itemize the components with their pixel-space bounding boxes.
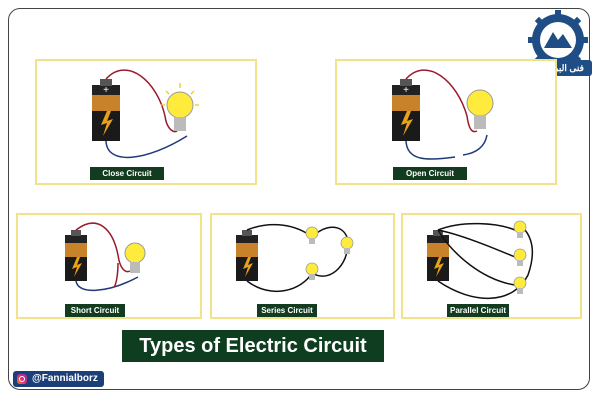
parallel-circuit-panel: Parallel Circuit xyxy=(401,213,582,319)
short-circuit-diagram xyxy=(65,222,146,292)
open-circuit-panel: + Open Circuit xyxy=(335,59,557,185)
close-circuit-panel: + Close Circuit xyxy=(35,59,257,185)
institute-logo xyxy=(528,10,588,70)
social-handle-text: @Fannialborz xyxy=(32,373,98,384)
page-title: Types of Electric Circuit xyxy=(122,330,384,362)
social-handle[interactable]: @Fannialborz xyxy=(13,371,104,387)
series-circuit-label: Series Circuit xyxy=(257,304,317,317)
series-circuit-diagram xyxy=(236,223,354,293)
short-circuit-panel: Short Circuit xyxy=(16,213,202,319)
short-circuit-label: Short Circuit xyxy=(65,304,125,317)
svg-text:+: + xyxy=(403,85,409,96)
series-circuit-panel: Series Circuit xyxy=(210,213,395,319)
svg-text:+: + xyxy=(103,85,109,96)
parallel-circuit-diagram xyxy=(427,220,533,300)
instagram-icon xyxy=(17,374,27,384)
close-circuit-label: Close Circuit xyxy=(90,167,164,180)
parallel-circuit-label: Parallel Circuit xyxy=(447,304,509,317)
open-circuit-label: Open Circuit xyxy=(393,167,467,180)
outer-frame xyxy=(8,8,590,390)
open-circuit-diagram: + xyxy=(392,69,494,160)
close-circuit-diagram: + xyxy=(92,69,199,159)
